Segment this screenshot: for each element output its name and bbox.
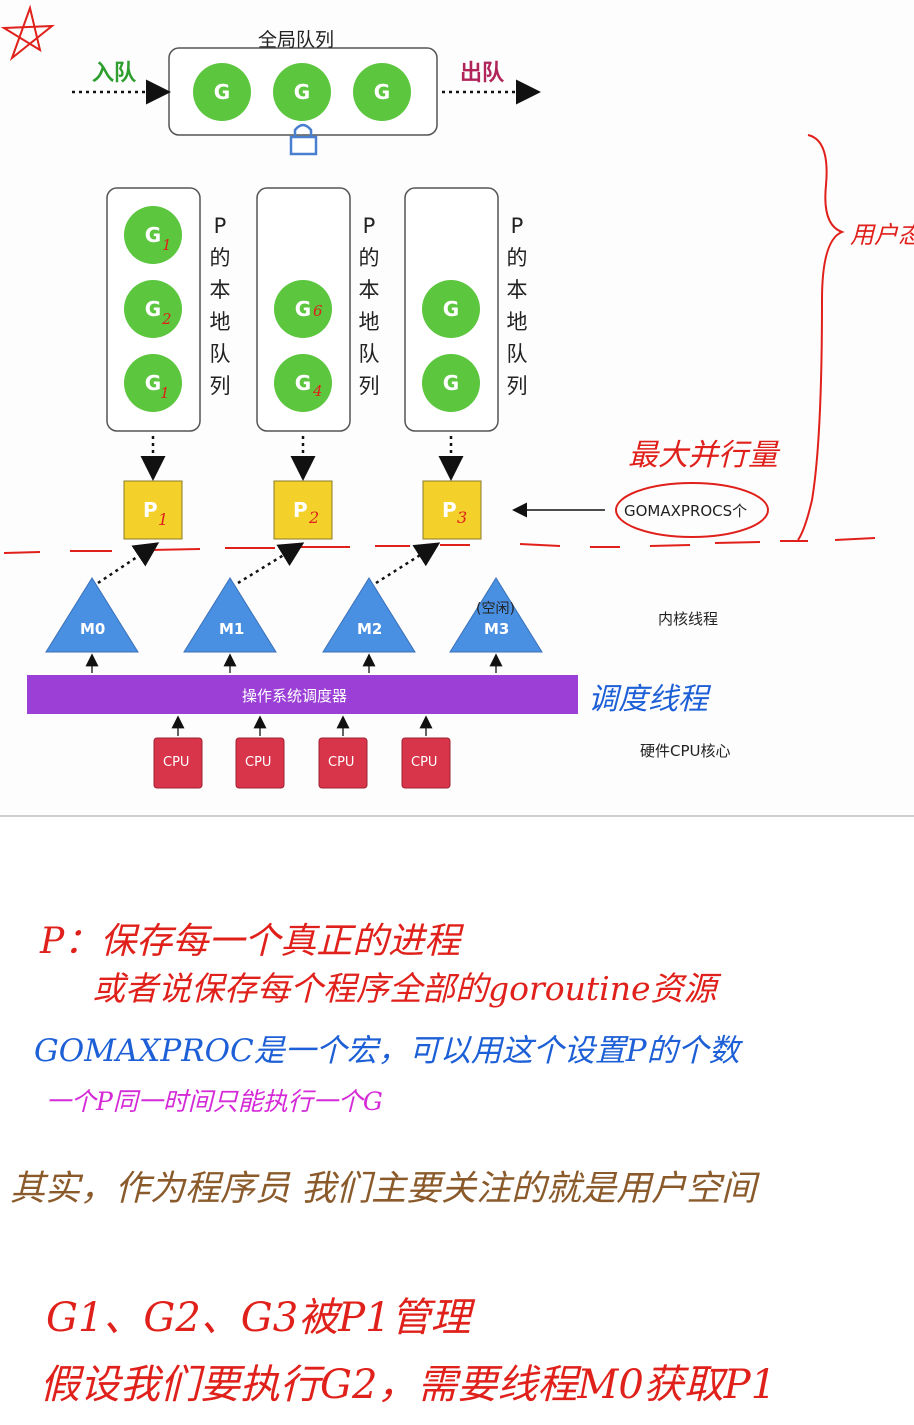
note-line: G1、G2、G3被P1管理	[46, 1295, 471, 1341]
gomaxprocs-label: GOMAXPROCS个	[624, 502, 748, 520]
thread-triangle	[183, 577, 277, 653]
local-goroutine	[124, 354, 182, 412]
kernel-threads-label: 内核线程	[658, 610, 719, 628]
processor-mark: 2	[309, 508, 320, 527]
global-goroutine	[273, 63, 331, 121]
global-goroutine	[193, 63, 251, 121]
thread-triangle	[449, 577, 543, 653]
max-parallel-note: 最大并行量	[628, 438, 778, 473]
global-queue-title: 全局队列	[258, 29, 335, 51]
thread-to-p-arrow	[97, 542, 160, 585]
goroutine-mark: 1	[160, 384, 170, 402]
cpu-label: CPU	[163, 755, 190, 770]
local-goroutine-label: G	[442, 297, 460, 321]
scheduler-note: 调度线程	[588, 682, 708, 717]
thread-label: M2	[357, 620, 383, 638]
note-line: 或者说保存每个程序全部的goroutine资源	[92, 969, 717, 1008]
local-goroutine	[274, 280, 332, 338]
thread-triangle	[45, 577, 139, 653]
processor-label: P	[293, 498, 308, 522]
thread-idle-note: (空闲)	[476, 601, 515, 617]
local-goroutine-label: G	[442, 371, 460, 395]
processor-label: P	[442, 498, 457, 522]
thread-triangle	[322, 577, 416, 653]
processor-mark: 1	[158, 510, 169, 529]
thread-label: M0	[80, 620, 106, 638]
global-goroutine-label: G	[213, 80, 231, 104]
local-goroutine-label: G	[144, 223, 162, 247]
cpu-box	[153, 737, 203, 789]
note-line: 假设我们要执行G2，需要线程M0获取P1	[40, 1362, 777, 1408]
enqueue-label: 入队	[92, 61, 137, 86]
processor-box	[123, 480, 183, 540]
local-goroutine-label: G	[144, 297, 162, 321]
note-line: P：保存每一个真正的进程	[40, 921, 461, 962]
gomaxprocs-circle	[615, 482, 769, 538]
note-line: 其实，作为程序员 我们主要关注的就是用户空间	[10, 1169, 757, 1209]
note-line: 一个P同一时间只能执行一个G	[46, 1087, 383, 1116]
goroutine-mark: 4	[313, 382, 323, 400]
cpu-label: CPU	[411, 755, 438, 770]
local-goroutine	[124, 280, 182, 338]
cpu-box	[401, 737, 451, 789]
scheduler-label: 操作系统调度器	[242, 687, 348, 705]
lock-icon	[289, 123, 318, 156]
cpu-cores-label: 硬件CPU核心	[640, 742, 731, 760]
local-goroutine-label: G	[144, 371, 162, 395]
local-goroutine	[422, 280, 480, 338]
cpu-box	[318, 737, 368, 789]
local-goroutine-label: G	[294, 371, 312, 395]
scheduler-bar	[27, 675, 578, 714]
thread-to-p-arrow	[375, 542, 441, 585]
local-goroutine	[422, 354, 480, 412]
goroutine-mark: 6	[313, 302, 323, 320]
cpu-label: CPU	[328, 755, 355, 770]
user-kernel-boundary	[3, 537, 876, 554]
thread-label: M1	[219, 620, 245, 638]
note-line: GOMAXPROC是一个宏，可以用这个设置P的个数	[34, 1033, 740, 1069]
gmp-diagram-svg	[0, 4, 876, 789]
thread-to-p-arrow	[237, 542, 305, 585]
local-goroutine	[274, 354, 332, 412]
goroutine-mark: 2	[162, 310, 172, 328]
processor-box	[273, 480, 333, 540]
cpu-box	[235, 737, 285, 789]
processor-box	[422, 480, 482, 540]
star-scribble-icon	[0, 4, 56, 61]
global-goroutine	[353, 63, 411, 121]
section-divider	[0, 815, 914, 817]
global-goroutine-label: G	[373, 80, 391, 104]
user-space-brace	[797, 134, 845, 541]
user-space-note: 用户态	[850, 221, 914, 249]
processor-mark: 3	[457, 508, 468, 527]
local-goroutine	[124, 206, 182, 264]
processor-label: P	[143, 498, 158, 522]
cpu-label: CPU	[245, 755, 272, 770]
global-goroutine-label: G	[293, 80, 311, 104]
dequeue-label: 出队	[460, 61, 505, 86]
local-goroutine-label: G	[294, 297, 312, 321]
thread-label: M3	[484, 620, 510, 638]
goroutine-mark: 1	[162, 236, 172, 254]
